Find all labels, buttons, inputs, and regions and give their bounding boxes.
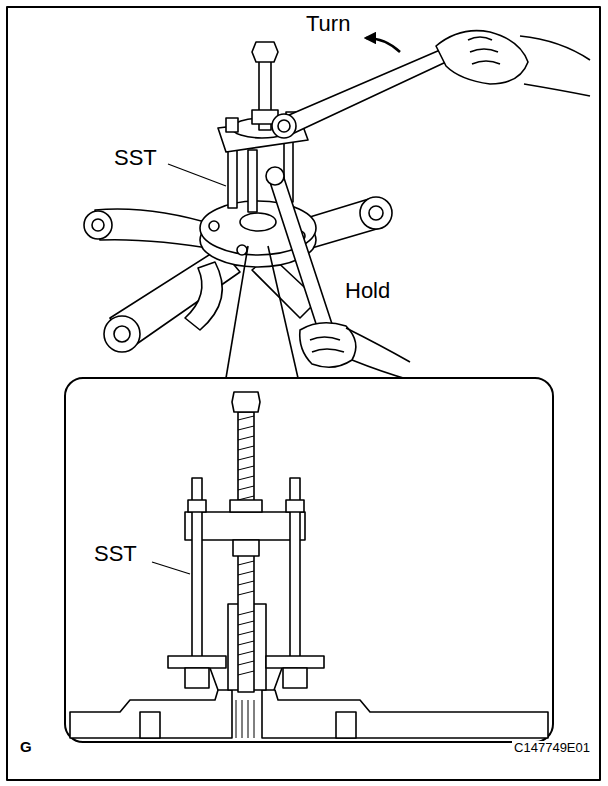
view-code: G (18, 739, 34, 756)
leader-line (168, 164, 226, 186)
holding-wrench (266, 167, 410, 380)
callout-line (268, 246, 298, 378)
action-label: Hold (343, 279, 392, 303)
leader-line (152, 562, 190, 574)
turning-wrench (272, 31, 590, 138)
action-label: Turn (304, 12, 352, 36)
turn-arrow (366, 38, 400, 52)
puller-section (70, 392, 548, 738)
puller-tool (218, 42, 308, 212)
tool-label: SST (112, 146, 159, 170)
figure-number: C147749E01 (512, 741, 592, 755)
tool-label: SST (92, 542, 139, 566)
frame (7, 7, 600, 780)
callout-line (226, 246, 248, 378)
detail-inset (65, 378, 553, 742)
